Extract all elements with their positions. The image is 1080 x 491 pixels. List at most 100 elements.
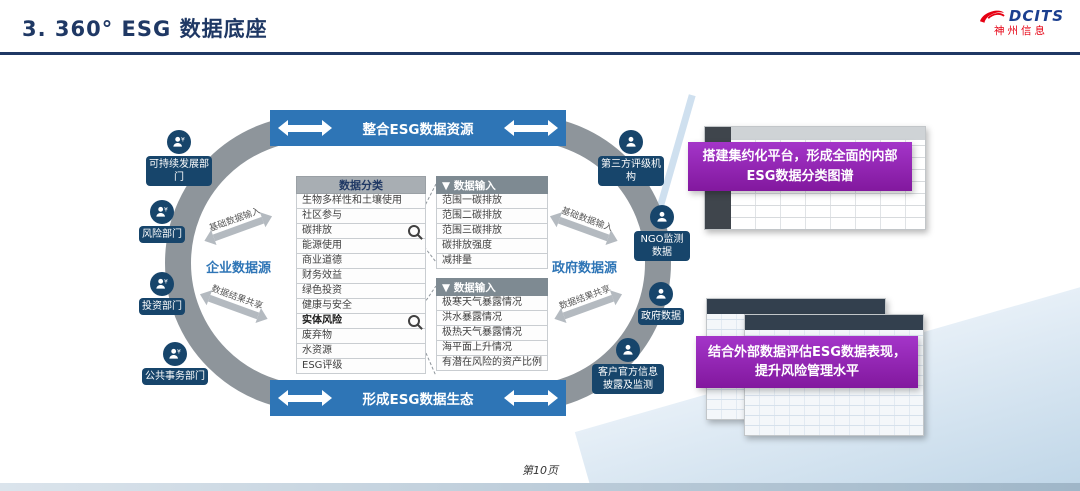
row-label: 水资源 [302,345,332,356]
data-input-block-carbon: ▼ 数据输入 范围一碳排放 范围二碳排放 范围三碳排放 碳排放强度 减排量 [436,176,548,269]
person-icon: ¥ [150,200,174,224]
table-row: 洪水暴露情况 [436,311,548,326]
table-row: 绿色投资 [296,284,426,299]
person-icon [650,205,674,229]
logo-company: 神州信息 [993,25,1048,37]
table-row: 社区参与 [296,209,426,224]
table-row: 废弃物 [296,329,426,344]
row-label: 范围三碳排放 [442,225,502,236]
node-sustainability-dept: ¥ 可持续发展部门 [146,130,212,186]
table-row: 商业道德 [296,254,426,269]
row-label: ESG评级 [302,360,343,371]
table-row: 海平面上升情况 [436,341,548,356]
slide-header: 3. 360° ESG 数据底座 DCITS 神州信息 [0,0,1080,55]
thumb-header-row [707,299,885,314]
government-data-source-label: 政府数据源 [552,261,618,276]
logo-swoosh-icon [979,10,1005,23]
row-label: 海平面上升情况 [442,342,512,353]
row-label: 碳排放强度 [442,240,492,251]
page-number: 第10页 [522,464,558,477]
node-label: 政府数据 [638,308,684,325]
band-integrate-esg-data: 整合ESG数据资源 [272,110,564,146]
node-label: 公共事务部门 [142,368,208,385]
table-row: 能源使用 [296,239,426,254]
node-client-disclosure: 客户官方信息披露及监测 [592,338,664,394]
input-block-header: ▼ 数据输入 [436,176,548,194]
callout-internal-platform: 搭建集约化平台，形成全面的内部ESG数据分类图谱 [688,142,912,191]
double-arrow-icon [278,119,332,136]
table-row: 财务效益 [296,269,426,284]
logo-brand: DCITS [1008,6,1064,25]
category-table-header: 数据分类 [296,176,426,194]
person-icon [619,130,643,154]
double-arrow-icon [278,389,332,406]
page-title: 3. 360° ESG 数据底座 [22,17,268,41]
row-label: 碳排放 [302,225,332,236]
table-row: 极热天气暴露情况 [436,326,548,341]
node-label: 客户官方信息披露及监测 [592,364,664,394]
table-row: 减排量 [436,254,548,269]
row-label: 商业道德 [302,255,342,266]
table-row: 生物多样性和土壤使用 [296,194,426,209]
table-row: ESG评级 [296,359,426,374]
band-esg-data-ecosystem: 形成ESG数据生态 [272,380,564,416]
person-icon: ¥ [167,130,191,154]
svg-text:¥: ¥ [177,348,181,355]
node-label: 可持续发展部门 [146,156,212,186]
node-label: 投资部门 [139,298,185,315]
person-icon: ¥ [163,342,187,366]
data-category-table: 数据分类 生物多样性和土壤使用 社区参与 碳排放 能源使用 商业道德 财务效益 … [296,176,426,374]
callout-external-assessment: 结合外部数据评估ESG数据表现，提升风险管理水平 [696,336,918,388]
band-top-label: 整合ESG数据资源 [362,122,474,138]
row-label: 健康与安全 [302,300,352,311]
table-row: 碳排放强度 [436,239,548,254]
dcits-logo: DCITS 神州信息 [978,7,1064,38]
row-label: 极寒天气暴露情况 [442,297,522,308]
row-label: 有潜在风险的资产比例 [442,357,542,368]
row-label: 绿色投资 [302,285,342,296]
data-input-block-physical-risk: ▼ 数据输入 极寒天气暴露情况 洪水暴露情况 极热天气暴露情况 海平面上升情况 … [436,278,548,371]
row-label: 洪水暴露情况 [442,312,502,323]
node-public-affairs-dept: ¥ 公共事务部门 [142,342,208,385]
table-row: 碳排放 [296,224,426,239]
table-row: 极寒天气暴露情况 [436,296,548,311]
row-label: 财务效益 [302,270,342,281]
double-arrow-icon [504,119,558,136]
row-label: 生物多样性和土壤使用 [302,195,402,206]
node-third-party-rating: 第三方评级机构 [598,130,664,186]
logo-row: DCITS [978,7,1064,25]
magnifier-icon [408,225,420,237]
callout-text: 搭建集约化平台，形成全面的内部ESG数据分类图谱 [702,149,898,184]
callout-text: 结合外部数据评估ESG数据表现，提升风险管理水平 [708,344,906,380]
table-row: 范围三碳排放 [436,224,548,239]
row-label: 能源使用 [302,240,342,251]
thumb-header-row [731,127,925,140]
svg-text:¥: ¥ [164,278,168,285]
table-row: 水资源 [296,344,426,359]
person-icon [616,338,640,362]
thumb-header-row [745,315,923,330]
bottom-edge-band [0,483,1080,491]
node-risk-dept: ¥ 风险部门 [134,200,190,243]
node-label: NGO监测数据 [634,231,690,261]
node-investment-dept: ¥ 投资部门 [134,272,190,315]
row-label: 减排量 [442,255,472,266]
person-icon [649,282,673,306]
table-row: 有潜在风险的资产比例 [436,356,548,371]
node-label: 第三方评级机构 [598,156,664,186]
row-label: 废弃物 [302,330,332,341]
double-arrow-icon [504,389,558,406]
magnifier-icon [408,315,420,327]
svg-text:¥: ¥ [181,136,185,143]
row-label: 范围一碳排放 [442,195,502,206]
table-row: 实体风险 [296,314,426,329]
node-government-data: 政府数据 [636,282,686,325]
enterprise-data-source-label: 企业数据源 [206,261,272,276]
header-divider [0,52,1080,55]
row-label: 范围二碳排放 [442,210,502,221]
row-label: 极热天气暴露情况 [442,327,522,338]
input-block-header: ▼ 数据输入 [436,278,548,296]
band-bottom-label: 形成ESG数据生态 [362,392,474,408]
table-row: 健康与安全 [296,299,426,314]
